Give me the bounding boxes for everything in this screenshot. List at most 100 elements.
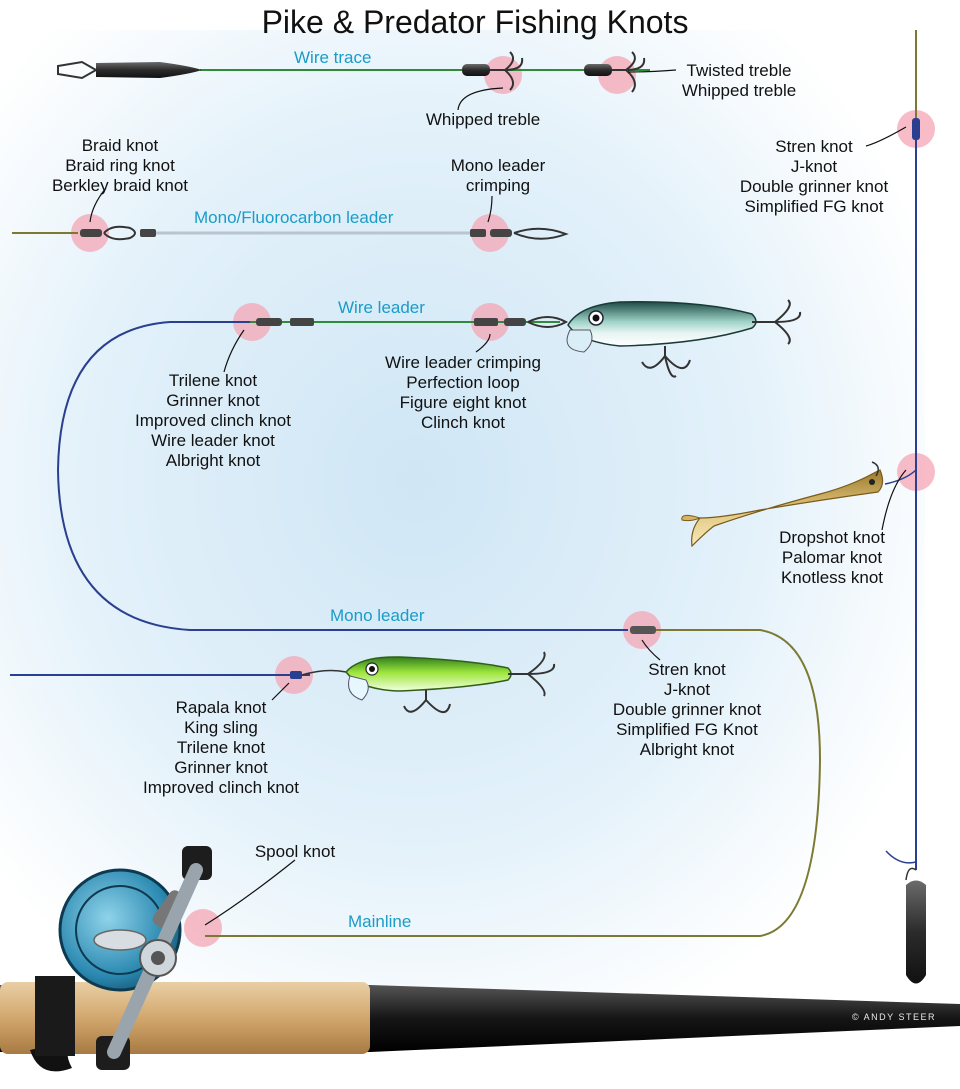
swivel-icon <box>504 318 526 326</box>
knot-label: Clinch knot <box>420 413 506 432</box>
knot-label-group-trilene: Trilene knot Grinner knot Improved clinc… <box>110 371 316 471</box>
crimp-icon <box>470 229 486 237</box>
knot-label: Simplified FG knot <box>744 197 884 216</box>
diagram-title: Pike & Predator Fishing Knots <box>261 4 689 40</box>
knot-label: Rapala knot <box>175 698 267 717</box>
knot-label: Whipped treble <box>681 81 797 100</box>
swivel-icon <box>80 229 102 237</box>
knot-label-group-braid: Braid knot Braid ring knot Berkley braid… <box>30 136 210 196</box>
sinker-icon <box>906 880 926 984</box>
wire-and-mono-leader-rig <box>56 299 802 631</box>
reel-spool <box>93 929 147 951</box>
cork-handle <box>0 982 370 1054</box>
knot-label: Palomar knot <box>781 548 883 567</box>
knot-label-group-wire-leader-crimping: Wire leader crimping Perfection loop Fig… <box>360 353 566 433</box>
treble-hook-icon <box>774 299 802 345</box>
knot-label: Perfection loop <box>406 373 520 392</box>
crimp-icon <box>140 229 156 237</box>
knot-label: Braid knot <box>81 136 159 155</box>
knot-label-group-mono-leader-crimping: Mono leader crimping <box>430 156 566 196</box>
sinker-icon <box>96 62 202 78</box>
treble-hook-icon <box>527 651 556 697</box>
knot-label: Trilene knot <box>168 371 258 390</box>
line-label-mono-leader: Mono leader <box>330 606 425 625</box>
knot-bead-icon <box>290 671 302 679</box>
line-label-mono-fluoro-leader: Mono/Fluorocarbon leader <box>194 208 394 227</box>
tag-line <box>885 850 917 864</box>
knot-label-group-stren-middle: Stren knot J-knot Double grinner knot Si… <box>590 660 784 760</box>
mainline-rig <box>205 626 822 937</box>
rod-and-reel <box>0 846 960 1072</box>
knot-label-group-whipped-treble: Whipped treble <box>413 110 553 130</box>
knot-label-group-rapala: Rapala knot King sling Trilene knot Grin… <box>118 698 324 798</box>
minnow-lure-rig <box>10 651 556 713</box>
mainline-line <box>205 629 822 937</box>
knot-label: Grinner knot <box>166 391 260 410</box>
background-wash <box>0 30 925 1030</box>
knot-join-icon <box>630 626 656 634</box>
reel-seat <box>35 976 75 1056</box>
knot-label: Wire leader crimping <box>385 353 541 372</box>
knot-label: Figure eight knot <box>399 393 527 412</box>
knot-label: Simplified FG Knot <box>616 720 758 739</box>
minnow-lure-icon <box>345 656 528 701</box>
treble-hook-icon <box>641 346 691 378</box>
knot-label: Spool knot <box>254 842 336 861</box>
knot-label-group-stren-right: Stren knot J-knot Double grinner knot Si… <box>716 137 912 217</box>
sleeve-icon <box>584 64 612 76</box>
knot-label: J-knot <box>663 680 711 699</box>
callout-lines <box>89 69 907 926</box>
mono-leader-line <box>56 321 628 631</box>
knot-label: Berkley braid knot <box>51 176 189 195</box>
crimp-icon <box>474 318 498 326</box>
knot-label: Dropshot knot <box>779 528 885 547</box>
knot-label-group-spool: Spool knot <box>240 842 350 862</box>
knot-label: Albright knot <box>165 451 261 470</box>
treble-hook-icon <box>490 51 524 91</box>
knot-marker <box>184 909 222 947</box>
swivel-icon <box>256 318 282 326</box>
knot-label: Stren knot <box>648 660 726 679</box>
shad-soft-lure-icon <box>681 461 884 548</box>
knot-label: Improved clinch knot <box>143 778 299 797</box>
knot-label: Trilene knot <box>176 738 266 757</box>
knot-label: King sling <box>184 718 258 737</box>
knot-label: Mono leader <box>450 156 546 175</box>
knot-label: J-knot <box>790 157 838 176</box>
knot-label: Stren knot <box>775 137 853 156</box>
sleeve-icon <box>462 64 490 76</box>
knot-label-group-twisted-treble: Twisted treble Whipped treble <box>666 61 812 101</box>
knot-label: Double grinner knot <box>612 700 762 719</box>
knot-label-group-dropshot: Dropshot knot Palomar knot Knotless knot <box>760 528 904 588</box>
crankbait-lure-icon <box>566 301 775 353</box>
line-label-wire-leader: Wire leader <box>338 298 425 317</box>
knot-label: Grinner knot <box>174 758 268 777</box>
knot-bead-icon <box>912 118 920 140</box>
dropper-line <box>884 469 917 485</box>
swivel-icon <box>490 229 512 237</box>
knot-label: Albright knot <box>639 740 735 759</box>
knot-label: Twisted treble <box>686 61 792 80</box>
dropshot-rig <box>681 30 926 984</box>
line-label-mainline: Mainline <box>348 912 412 931</box>
knot-label: Braid ring knot <box>65 156 175 175</box>
snap-clip-icon <box>513 227 569 240</box>
loop-icon <box>103 225 136 241</box>
wire-trace-rig <box>57 51 650 93</box>
knot-label: Whipped treble <box>425 110 541 129</box>
artist-credit: © ANDY STEER <box>852 1012 936 1022</box>
loop-icon <box>301 669 347 676</box>
knot-label: Knotless knot <box>780 568 884 587</box>
mono-fluoro-leader-rig <box>12 225 569 241</box>
knot-label: crimping <box>465 176 531 195</box>
snap-clip-icon <box>527 316 569 328</box>
treble-hook-icon <box>403 690 451 713</box>
knot-label: Double grinner knot <box>739 177 889 196</box>
knot-label: Improved clinch knot <box>135 411 291 430</box>
snap-clip-icon <box>57 60 99 80</box>
knot-label: Wire leader knot <box>151 431 275 450</box>
crimp-icon <box>290 318 314 326</box>
sinker-eye-icon <box>905 867 917 881</box>
line-label-wire-trace: Wire trace <box>294 48 372 67</box>
